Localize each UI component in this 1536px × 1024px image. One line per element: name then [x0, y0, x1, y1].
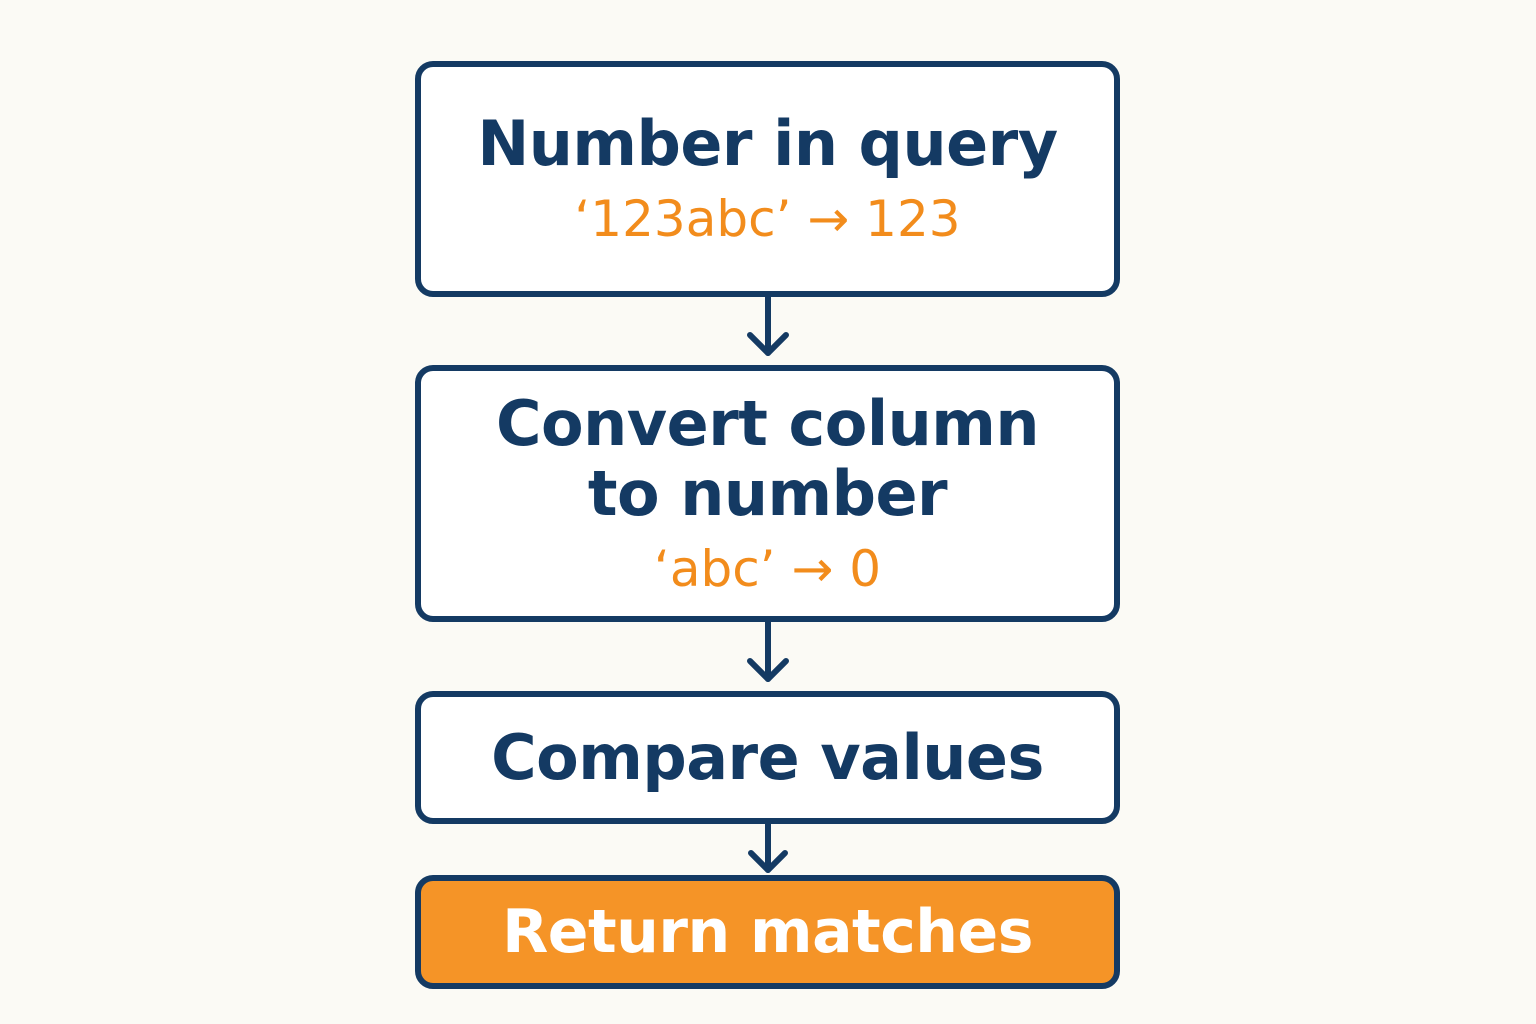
- step-title-line-2: to number: [587, 456, 948, 530]
- step-example: ‘abc’ → 0: [653, 539, 882, 598]
- step-convert-column: Convert column to number ‘abc’ → 0: [415, 365, 1120, 622]
- arrow-down-icon: [748, 824, 788, 873]
- step-title: Number in query: [477, 107, 1058, 180]
- step-title-line-1: Convert column: [496, 386, 1039, 460]
- step-title: Return matches: [502, 897, 1033, 967]
- arrow-down-icon: [747, 622, 789, 682]
- step-title: Compare values: [491, 720, 1044, 794]
- step-return-matches: Return matches: [415, 875, 1120, 989]
- step-example: ‘123abc’ → 123: [574, 190, 961, 248]
- step-number-in-query: Number in query ‘123abc’ → 123: [415, 61, 1120, 297]
- step-compare-values: Compare values: [415, 691, 1120, 824]
- arrow-down-icon: [747, 297, 789, 356]
